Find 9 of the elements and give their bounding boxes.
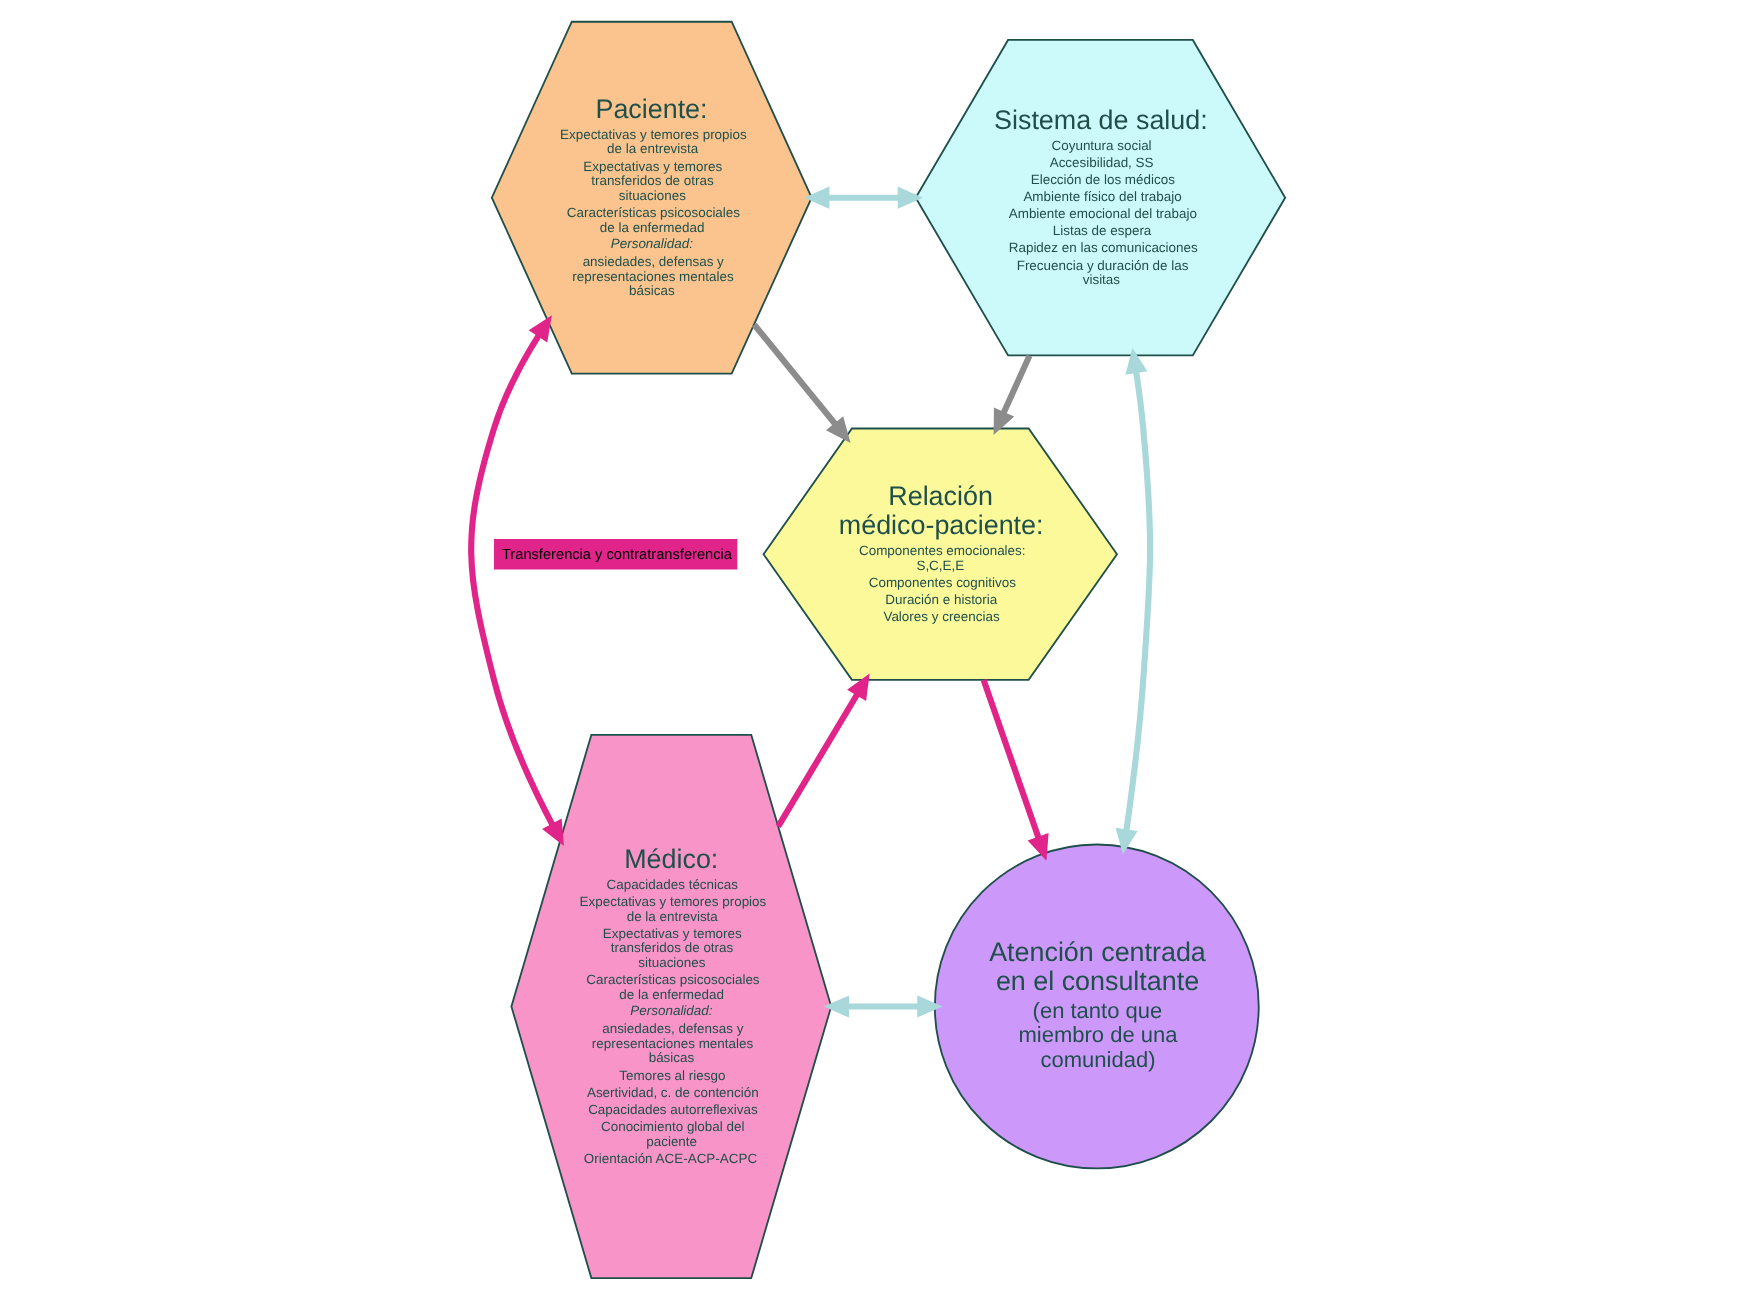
arrow xyxy=(467,315,563,846)
arrow xyxy=(822,995,942,1018)
arrow xyxy=(979,679,1048,861)
arrow xyxy=(774,673,869,828)
node-circle: Atención centrada en el consultante (en tanto que miembro de una comunidad) xyxy=(932,843,1259,1170)
arrow xyxy=(750,322,850,443)
arrow xyxy=(992,354,1032,436)
arrow xyxy=(1114,347,1153,855)
arrow xyxy=(803,186,923,209)
